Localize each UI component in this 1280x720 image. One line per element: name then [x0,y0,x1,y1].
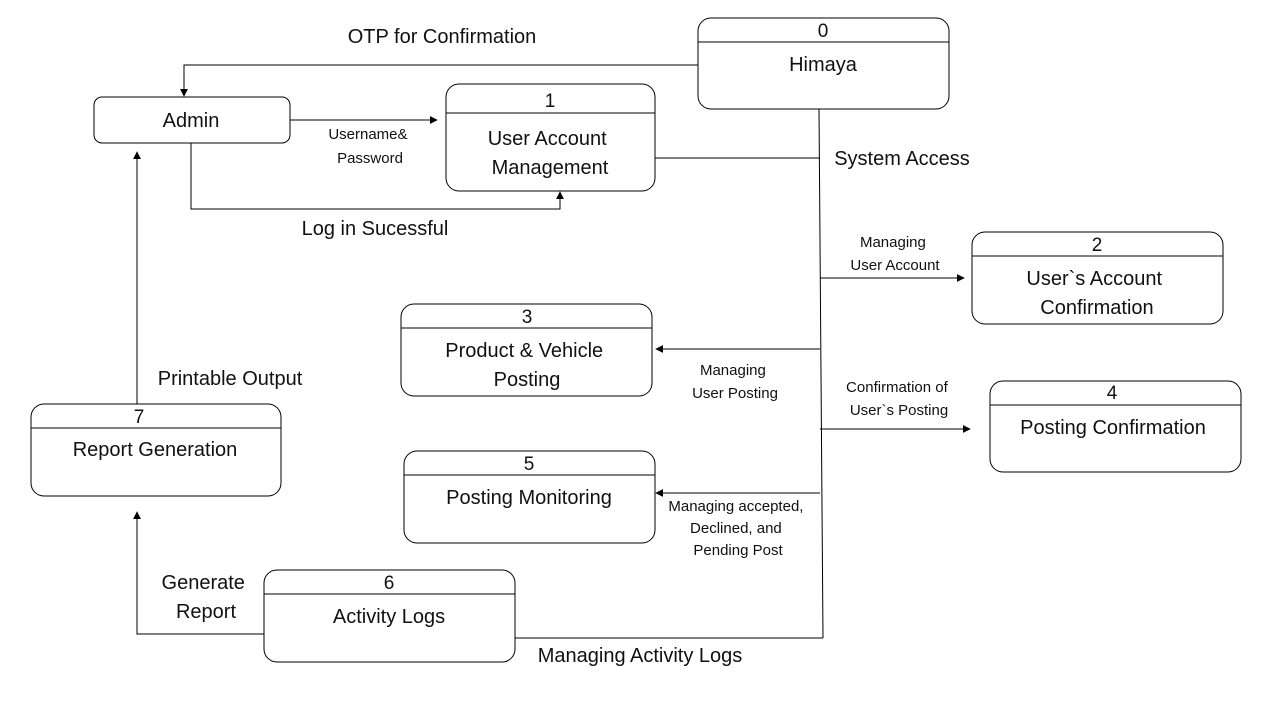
flow-label-printable: Printable Output [158,368,303,390]
entity-title: Admin [163,110,220,132]
trunk-line [818,108,824,639]
process-number: 6 [384,573,395,594]
process-4-posting-confirmation: 4 Posting Confirmation [989,380,1242,473]
process-3-product-vehicle-posting: 3 Product & Vehicle Posting [400,303,653,397]
flow-label-credentials: Username& Password [328,126,411,167]
process-6-activity-logs: 6 Activity Logs [263,569,516,663]
flow-label-activity: Managing Activity Logs [538,645,743,667]
flow-generate-line [133,511,264,635]
process-2-users-account-confirmation: 2 User`s Account Confirmation [971,231,1224,325]
flow-label-confirm-posting: Confirmation of User`s Posting [846,379,952,419]
process-number: 0 [818,21,829,42]
process-title: Posting Confirmation [1020,417,1206,439]
process-0-himaya: 0 Himaya [697,17,950,110]
flow-label-generate: Generate Report [162,572,251,623]
process-number: 1 [545,91,556,112]
process-7-report-generation: 7 Report Generation [30,403,282,497]
process-title: Himaya [789,54,858,76]
process-number: 3 [522,307,533,328]
flow-label-manage-account: Managing User Account [850,234,940,274]
process-1-user-account-management: 1 User Account Management [445,83,656,192]
process-title: Posting Monitoring [446,487,612,509]
process-title: Activity Logs [333,606,445,628]
process-number: 7 [134,407,145,428]
flow-label-login: Log in Sucessful [302,218,449,240]
process-number: 4 [1107,383,1118,404]
entity-admin: Admin [93,96,291,144]
process-5-posting-monitoring: 5 Posting Monitoring [403,450,656,544]
process-title: User`s Account Confirmation [1026,268,1167,319]
flow-label-system-access: System Access [834,148,970,170]
process-title: Report Generation [73,439,238,461]
process-title: Product & Vehicle Posting [445,340,608,391]
flow-label-manage-posts: Managing accepted, Declined, and Pending… [668,498,807,559]
process-number: 2 [1092,235,1103,256]
process-number: 5 [524,454,535,475]
flow-label-manage-posting: Managing User Posting [692,362,778,402]
flow-otp-line [180,64,698,97]
process-title: User Account Management [488,128,613,179]
flow-label-otp: OTP for Confirmation [348,26,537,48]
flow-login-line [190,143,564,210]
